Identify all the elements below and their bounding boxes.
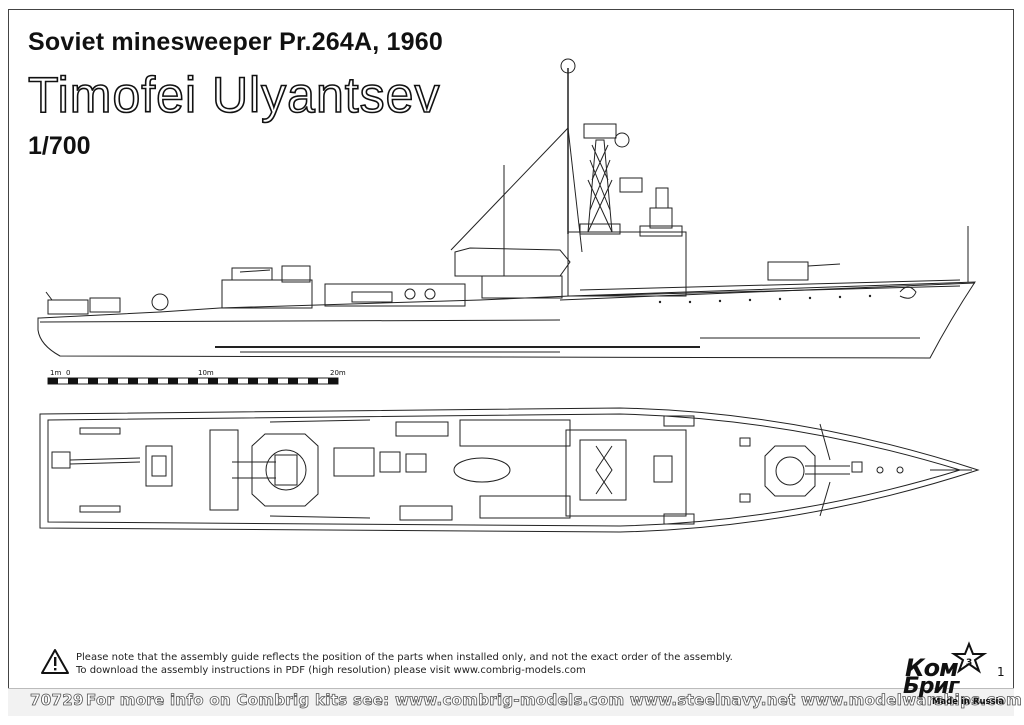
scale-label-0: 0 (66, 369, 70, 377)
scale-bar (47, 377, 339, 385)
kit-code: 70729 (30, 691, 84, 710)
notice-line-2: To download the assembly instructions in… (76, 665, 586, 676)
logo-text-brig: Бриг (903, 674, 959, 699)
scale-label-1m: 1m (50, 369, 61, 377)
star-number: 3 (966, 658, 972, 668)
top-view (39, 407, 980, 533)
page-number: 1 (997, 665, 1005, 679)
scale-label-10m: 10m (198, 369, 214, 377)
scale-label-20m: 20m (330, 369, 346, 377)
star-icon (950, 641, 988, 674)
footer-links: For more info on Combrig kits see: www.c… (86, 691, 1023, 710)
page-title: Soviet minesweeper Pr.264A, 1960 (28, 28, 443, 56)
footer-bar (8, 688, 1014, 716)
combrig-logo: 3 (950, 641, 988, 674)
ship-name: Timofei Ulyantsev (27, 66, 441, 124)
notice-line-1: Please note that the assembly guide refl… (76, 652, 733, 663)
made-in-russia: Made in Russia (932, 697, 1005, 707)
assembly-notice: Please note that the assembly guide refl… (76, 651, 733, 677)
model-scale: 1/700 (28, 132, 91, 160)
logo-text-kom: Ком (905, 654, 959, 682)
side-profile (37, 58, 976, 359)
warning-triangle-icon (41, 649, 69, 674)
